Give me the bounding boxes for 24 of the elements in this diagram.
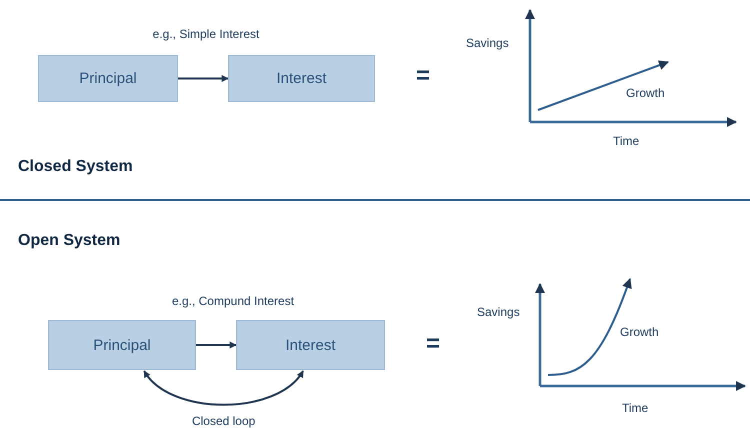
process-box <box>48 320 196 370</box>
axis-label: Growth <box>620 325 659 339</box>
section-heading: Closed System <box>18 158 133 176</box>
box-label: Interest <box>276 70 327 87</box>
example-caption: e.g., Simple Interest <box>152 27 260 41</box>
arrow <box>196 342 237 348</box>
axis-label: Time <box>622 401 648 415</box>
process-box <box>38 55 178 102</box>
box-label: Principal <box>79 70 137 87</box>
example-caption: e.g., Compund Interest <box>172 294 294 308</box>
axis-label: Growth <box>626 86 665 100</box>
equals-sign: = <box>416 62 430 90</box>
edge-label: Closed loop <box>190 414 258 428</box>
section-heading: Open System <box>18 232 120 250</box>
axis-label: Time <box>613 134 640 148</box>
arrow <box>143 370 304 406</box>
equals-sign: = <box>426 330 440 358</box>
box-label: Interest <box>285 336 336 354</box>
axis-label: Savings <box>477 305 520 319</box>
process-box <box>228 55 375 102</box>
box-label: Principal <box>93 336 151 354</box>
axis-label: Savings <box>466 36 509 50</box>
process-box <box>236 320 385 370</box>
arrow <box>178 75 229 82</box>
